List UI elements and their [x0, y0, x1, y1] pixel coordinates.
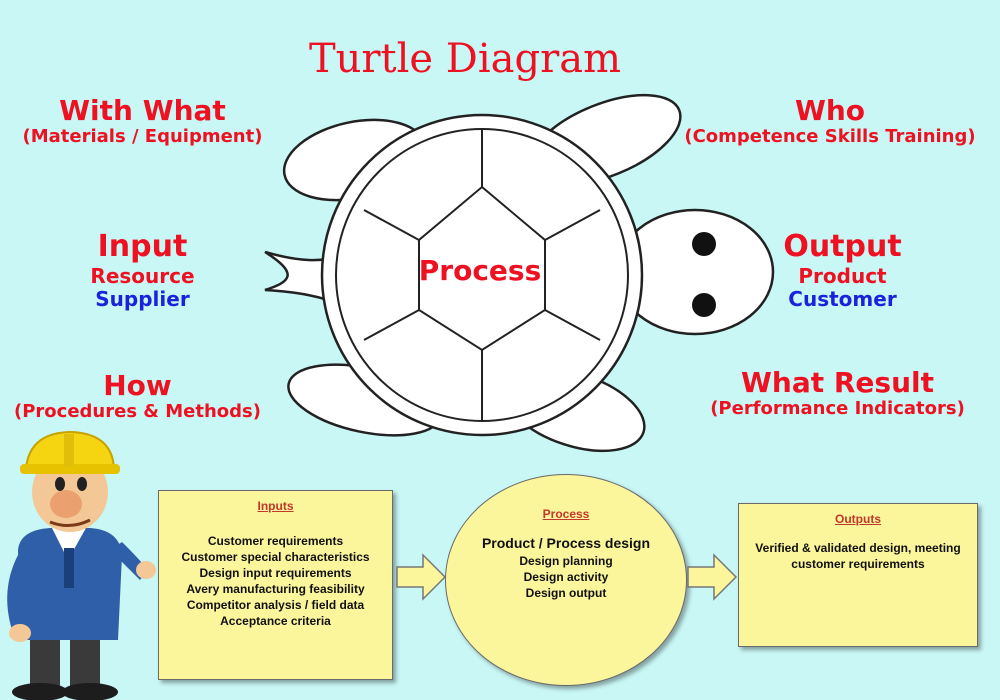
with-what-label: With What (Materials / Equipment): [0, 94, 285, 148]
worker-character-illustration: [7, 430, 156, 700]
process-heading: Process: [418, 254, 542, 287]
turtle-shell: [320, 113, 644, 437]
outputs-item: customer requirements: [791, 557, 925, 571]
process-label: Process: [400, 254, 560, 287]
outputs-item: Verified & validated design, meeting: [755, 541, 961, 555]
who-label: Who (Competence Skills Training): [675, 94, 985, 148]
process-item: Design activity: [523, 570, 609, 584]
input-heading: Input: [97, 229, 188, 264]
inputs-item: Customer requirements: [207, 534, 344, 548]
turtle-eye-top: [692, 232, 716, 256]
arrow-right-icon: [396, 553, 447, 601]
with-what-detail: (Materials / Equipment): [22, 126, 263, 148]
output-customer: Customer: [788, 286, 897, 311]
process-main: Product / Process design: [481, 535, 651, 551]
inputs-title: Inputs: [257, 499, 294, 513]
inputs-item: Competitor analysis / field data: [186, 598, 365, 612]
page-title: Turtle Diagram: [308, 36, 622, 82]
who-detail: (Competence Skills Training): [684, 126, 976, 148]
process-ellipse: Process Product / Process design Design …: [445, 474, 687, 686]
input-supplier: Supplier: [95, 286, 190, 311]
inputs-item: Design input requirements: [199, 566, 352, 580]
how-label: How (Procedures & Methods): [0, 369, 275, 423]
inputs-box: Inputs Customer requirements Customer sp…: [158, 490, 393, 680]
inputs-item: Avery manufacturing feasibility: [186, 582, 365, 596]
inputs-item: Customer special characteristics: [181, 550, 370, 564]
process-item: Design planning: [519, 554, 613, 568]
process-box-title: Process: [542, 507, 590, 521]
what-result-detail: (Performance Indicators): [710, 398, 965, 420]
how-detail: (Procedures & Methods): [14, 401, 261, 423]
turtle-shell-pattern: [363, 129, 601, 421]
output-product: Product: [798, 263, 887, 288]
who-heading: Who: [794, 94, 866, 127]
inputs-item: Acceptance criteria: [220, 614, 331, 628]
output-heading: Output: [783, 229, 902, 264]
output-label: Output Product Customer: [740, 229, 945, 311]
with-what-heading: With What: [59, 94, 226, 127]
outputs-box: Outputs Verified & validated design, mee…: [738, 503, 978, 647]
how-heading: How: [103, 369, 172, 402]
arrow-right-icon: [687, 553, 738, 601]
process-item: Design output: [525, 586, 607, 600]
what-result-label: What Result (Performance Indicators): [695, 366, 980, 420]
what-result-heading: What Result: [741, 366, 934, 399]
outputs-title: Outputs: [835, 512, 881, 526]
turtle-eye-bottom: [692, 293, 716, 317]
input-label: Input Resource Supplier: [40, 229, 245, 311]
input-resource: Resource: [90, 263, 195, 288]
